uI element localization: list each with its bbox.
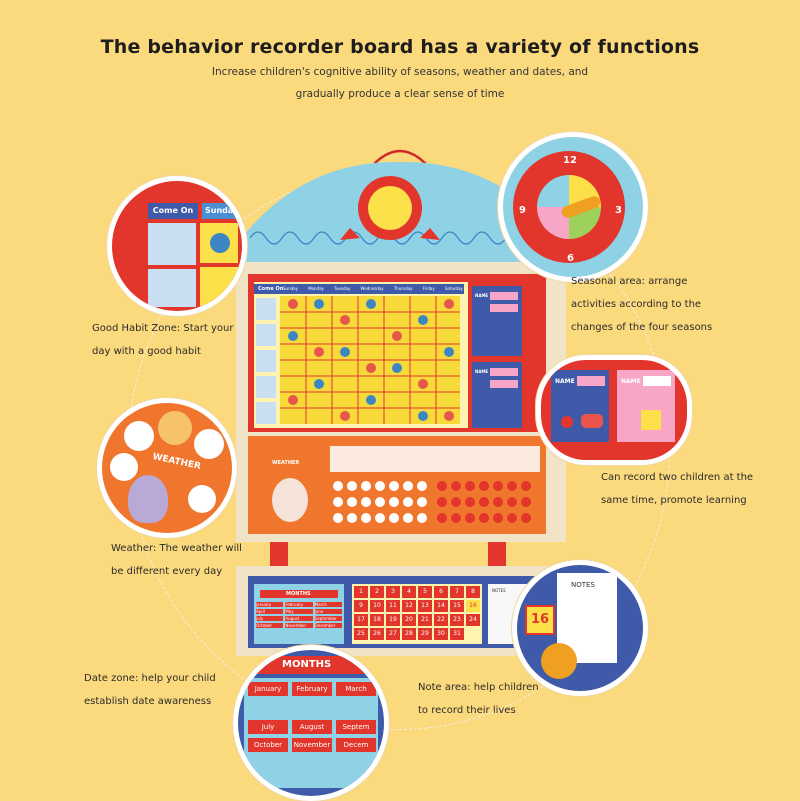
date-cell: 19 bbox=[386, 614, 400, 626]
date-cell: 17 bbox=[354, 614, 368, 626]
zoom-name-cards: NAME NAME bbox=[536, 355, 692, 465]
month-november: November bbox=[292, 738, 332, 752]
zoom-notes: NOTES 16 bbox=[512, 560, 648, 696]
cloud-icon bbox=[124, 421, 154, 451]
zoom-bear-card bbox=[148, 223, 196, 265]
mouse-character bbox=[128, 475, 168, 523]
date-cell: 10 bbox=[370, 600, 384, 612]
date-cell: 1 bbox=[354, 586, 368, 598]
subtitle-line-1: Increase children's cognitive ability of… bbox=[211, 66, 589, 78]
zoom-months: MONTHS January February March July Augus… bbox=[233, 645, 389, 801]
page-title: The behavior recorder board has a variet… bbox=[100, 36, 700, 58]
date-cell: 9 bbox=[354, 600, 368, 612]
date-cell: 22 bbox=[434, 614, 448, 626]
zoom-empty-cell bbox=[200, 267, 238, 307]
zoom-weather: WEATHER bbox=[97, 398, 237, 538]
subtitle-line-2: gradually produce a clear sense of time bbox=[295, 88, 505, 100]
notes-label: NOTES bbox=[571, 581, 595, 589]
date-cell: 15 bbox=[450, 600, 464, 612]
snow-icon bbox=[188, 485, 216, 513]
month-december: Decem bbox=[336, 738, 376, 752]
board-name-2: NAME bbox=[475, 369, 489, 374]
date-cell: 6 bbox=[434, 586, 448, 598]
medal-icon bbox=[561, 416, 573, 428]
zoom-good-habit: Come On Sunday bbox=[107, 176, 247, 316]
zoom-come-on-label: Come On bbox=[148, 203, 198, 219]
date-cell: 13 bbox=[418, 600, 432, 612]
board-name-1: NAME bbox=[475, 293, 489, 298]
date-cell: 16 bbox=[466, 600, 480, 612]
date-cell: 28 bbox=[402, 628, 416, 640]
date-cell: 23 bbox=[450, 614, 464, 626]
month-october: October bbox=[248, 738, 288, 752]
name-label-1: NAME bbox=[555, 378, 575, 385]
month-august: August bbox=[292, 720, 332, 734]
sun-icon bbox=[110, 453, 138, 481]
clock-number-9: 9 bbox=[519, 205, 526, 216]
board-months: MONTHS bbox=[286, 591, 311, 597]
book-icon bbox=[641, 410, 661, 430]
date-cell: 24 bbox=[466, 614, 480, 626]
weather-label: WEATHER bbox=[151, 452, 202, 472]
date-cell: 30 bbox=[434, 628, 448, 640]
notes-card: NOTES bbox=[557, 573, 617, 663]
date-cell: 25 bbox=[354, 628, 368, 640]
date-cell: 7 bbox=[450, 586, 464, 598]
zoom-picture-card bbox=[148, 269, 196, 307]
zoom-clock: 12 3 6 9 bbox=[498, 132, 648, 282]
date-cell: 2 bbox=[370, 586, 384, 598]
date-cell: 31 bbox=[450, 628, 464, 640]
clock-number-6: 6 bbox=[567, 253, 574, 264]
clock-number-3: 3 bbox=[615, 205, 622, 216]
date-cell: 14 bbox=[434, 600, 448, 612]
months-title: MONTHS bbox=[282, 659, 332, 670]
date-card-16: 16 bbox=[525, 605, 555, 635]
date-cell: 12 bbox=[402, 600, 416, 612]
date-cell: 11 bbox=[386, 600, 400, 612]
date-cell: 29 bbox=[418, 628, 432, 640]
month-july: July bbox=[248, 720, 288, 734]
date-cell: 3 bbox=[386, 586, 400, 598]
name-label-2: NAME bbox=[621, 378, 641, 385]
weather-magnet bbox=[158, 411, 192, 445]
rain-icon bbox=[194, 429, 224, 459]
zoom-name-card-2: NAME bbox=[617, 370, 675, 442]
month-march: March bbox=[336, 682, 376, 696]
date-cell: 5 bbox=[418, 586, 432, 598]
board-notes: NOTES bbox=[492, 588, 506, 593]
zoom-sunday-label: Sunday bbox=[202, 203, 242, 219]
board-weather: WEATHER bbox=[272, 460, 300, 466]
clock-number-12: 12 bbox=[563, 155, 577, 166]
date-cell: 27 bbox=[386, 628, 400, 640]
bear-character bbox=[541, 643, 577, 679]
gamepad-icon bbox=[581, 414, 603, 428]
date-cell: 20 bbox=[402, 614, 416, 626]
zoom-name-card-1: NAME bbox=[551, 370, 609, 442]
month-february: February bbox=[292, 682, 332, 696]
board-come-on: Come On bbox=[258, 286, 284, 292]
date-cell: 21 bbox=[418, 614, 432, 626]
month-january: January bbox=[248, 682, 288, 696]
flower-icon bbox=[210, 233, 230, 253]
date-cell: 4 bbox=[402, 586, 416, 598]
date-cell: 8 bbox=[466, 586, 480, 598]
date-cell: 26 bbox=[370, 628, 384, 640]
date-cell: 18 bbox=[370, 614, 384, 626]
month-september: Septem bbox=[336, 720, 376, 734]
